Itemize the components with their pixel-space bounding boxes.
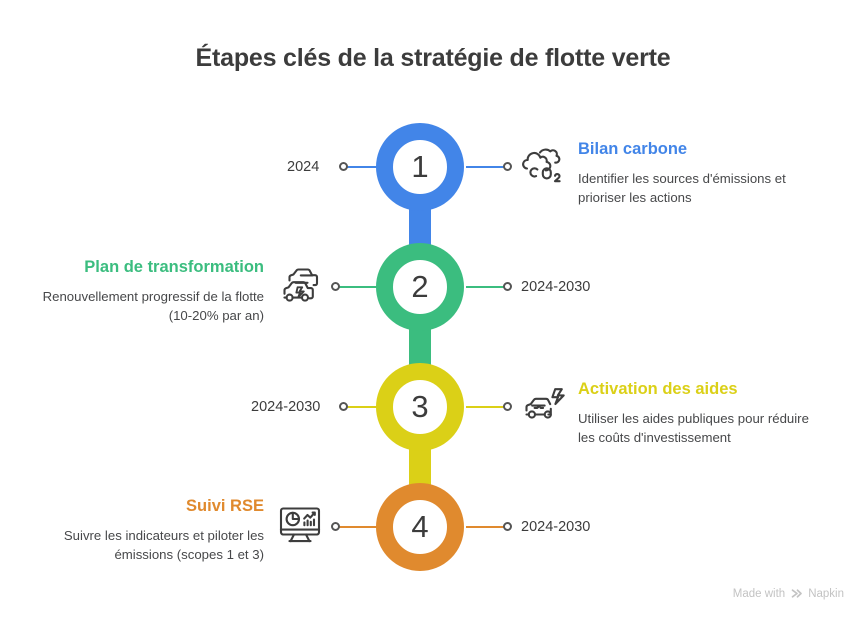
step-3-connector-line-right	[466, 406, 508, 408]
electric-fleet-cars-icon	[276, 261, 328, 309]
step-1-description: Identifier les sources d'émissions et pr…	[578, 170, 786, 205]
step-1-content: Bilan carbone Identifier les sources d'é…	[578, 140, 814, 207]
step-4-connector-dot-left	[331, 522, 340, 531]
electric-car-bolt-icon	[517, 381, 569, 429]
step-4-content: Suivi RSE Suivre les indicateurs et pilo…	[28, 497, 264, 564]
step-3-description: Utiliser les aides publiques pour réduir…	[578, 410, 809, 445]
step-2-date: 2024-2030	[521, 279, 591, 295]
step-2-number: 2	[411, 269, 429, 304]
napkin-watermark: Made with Napkin	[733, 587, 844, 600]
step-1-connector-dot-right	[503, 162, 512, 171]
step-3-date: 2024-2030	[251, 399, 321, 415]
step-3-node[interactable]: 3	[376, 363, 464, 451]
step-4-node[interactable]: 4	[376, 483, 464, 571]
dashboard-monitor-icon	[274, 500, 326, 548]
step-1-connector-line-left	[344, 166, 392, 168]
step-1-node[interactable]: 1	[376, 123, 464, 211]
step-1-date: 2024	[287, 159, 320, 175]
step-1-connector-dot-left	[339, 162, 348, 171]
step-3-connector-dot-left	[339, 402, 348, 411]
step-4-connector-line-left	[336, 526, 392, 528]
step-4-heading: Suivi RSE	[186, 497, 264, 515]
step-1-connector-line-right	[466, 166, 508, 168]
step-3-heading: Activation des aides	[578, 380, 738, 398]
step-1-number: 1	[411, 149, 429, 184]
step-2-connector-dot-left	[331, 282, 340, 291]
page-title: Étapes clés de la stratégie de flotte ve…	[195, 44, 671, 72]
step-3-connector-line-left	[344, 406, 392, 408]
step-2-content: Plan de transformation Renouvellement pr…	[30, 258, 264, 325]
step-2-heading: Plan de transformation	[84, 258, 264, 276]
step-3-content: Activation des aides Utiliser les aides …	[578, 380, 824, 447]
step-4-connector-dot-right	[503, 522, 512, 531]
step-3-connector-dot-right	[503, 402, 512, 411]
step-4-connector-line-right	[466, 526, 508, 528]
watermark-prefix: Made with	[732, 587, 786, 600]
step-2-description: Renouvellement progressif de la flotte (…	[42, 288, 264, 323]
step-2-connector-line-right	[466, 286, 508, 288]
watermark-brand: Napkin	[808, 587, 844, 600]
step-4-number: 4	[411, 509, 429, 544]
step-2-node[interactable]: 2	[376, 243, 464, 331]
step-2-connector-dot-right	[503, 282, 512, 291]
napkin-chevrons-icon	[790, 587, 803, 600]
step-4-date: 2024-2030	[521, 519, 591, 535]
step-2-connector-line-left	[336, 286, 392, 288]
step-4-description: Suivre les indicateurs et piloter les ém…	[63, 527, 264, 562]
step-1-heading: Bilan carbone	[578, 140, 688, 158]
co2-cloud-icon	[517, 142, 569, 190]
step-3-number: 3	[411, 389, 429, 424]
